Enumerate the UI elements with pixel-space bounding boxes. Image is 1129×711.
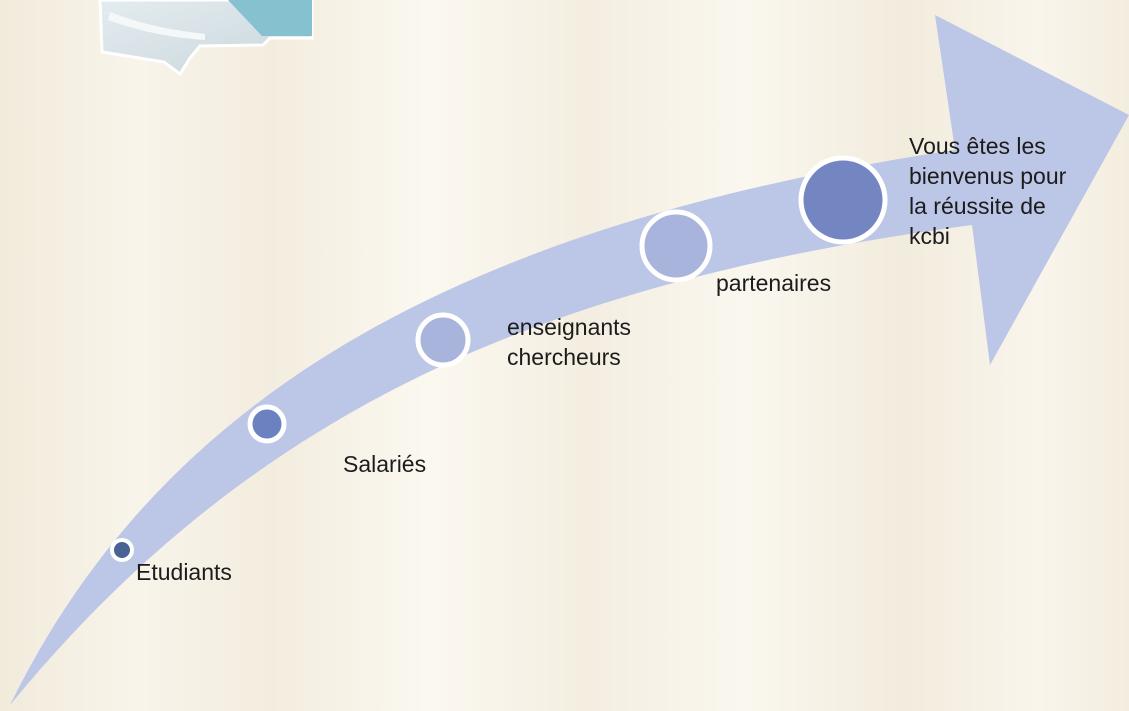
stage-dot-bienvenue	[798, 155, 888, 245]
stage-label-salaries: Salariés	[343, 451, 427, 477]
gear-icon	[98, 0, 314, 77]
stage-dot-partenaires	[639, 209, 713, 283]
stage-label-etudiants: Etudiants	[136, 559, 232, 585]
stage-dot-enseignants	[415, 312, 471, 368]
stage-label-partenaires: partenaires	[716, 270, 832, 296]
stage-dot-salaries	[247, 404, 287, 444]
stage-label-bienvenue: Vous êtes les bienvenus pour la réussite…	[909, 133, 1067, 249]
stage-label-enseignants: enseignants chercheurs	[507, 314, 632, 370]
stage-dot-etudiants	[110, 538, 134, 562]
